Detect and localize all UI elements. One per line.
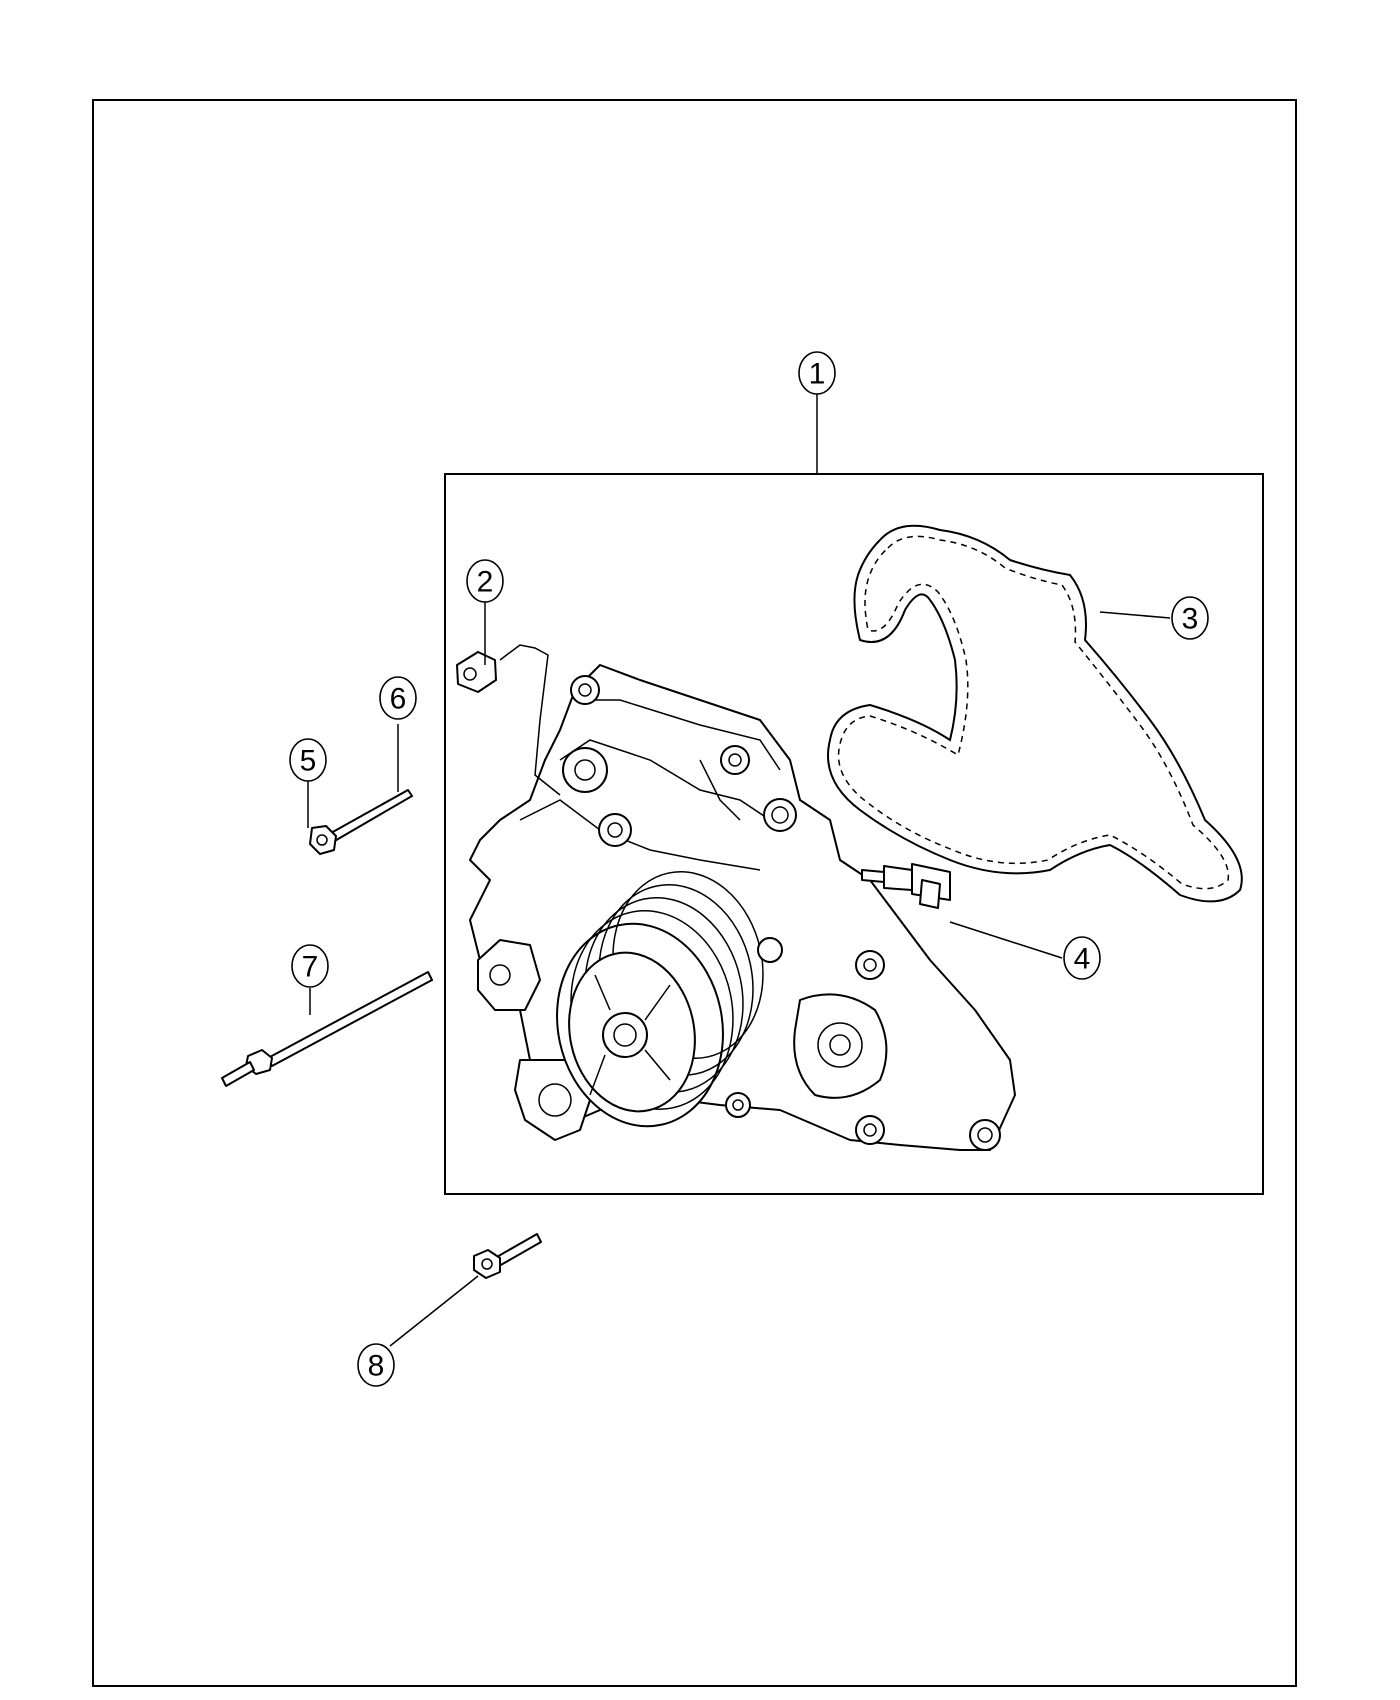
- assembly-inset-box: [444, 473, 1264, 1195]
- callout-8: 8: [357, 1343, 395, 1387]
- callout-4-label: 4: [1074, 943, 1091, 976]
- sensor-drawing: [861, 863, 951, 909]
- gasket-drawing: [827, 524, 1243, 903]
- outer-frame: [92, 99, 1297, 1687]
- callout-4: 4: [1063, 936, 1101, 980]
- callout-7: 7: [291, 944, 329, 988]
- callout-6: 6: [379, 676, 417, 720]
- bolt-8-drawing: [473, 1233, 542, 1279]
- callout-2-label: 2: [477, 566, 494, 599]
- bolt-5-drawing: [309, 789, 413, 855]
- callout-3: 3: [1171, 596, 1209, 640]
- callout-6-label: 6: [390, 683, 407, 716]
- callout-3-label: 3: [1182, 603, 1199, 636]
- callout-8-label: 8: [368, 1350, 385, 1383]
- callout-5: 5: [289, 738, 327, 782]
- plug-drawing: [456, 651, 497, 693]
- callout-2: 2: [466, 559, 504, 603]
- callout-1: 1: [798, 351, 836, 395]
- callout-5-label: 5: [300, 745, 317, 778]
- water-pump-drawing: [469, 664, 1016, 1151]
- callout-7-label: 7: [302, 951, 319, 984]
- stud-7-drawing: [221, 971, 433, 1087]
- leader-lines: [307, 394, 1171, 1347]
- callout-1-label: 1: [809, 358, 826, 391]
